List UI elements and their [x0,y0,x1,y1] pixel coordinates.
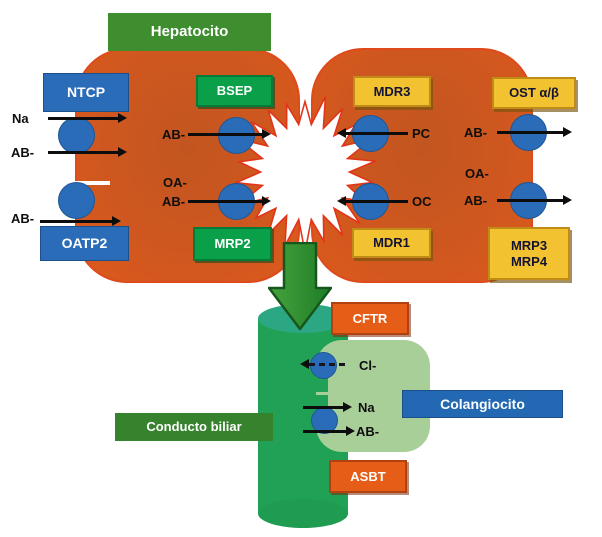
bile-duct-cylinder-bottom [258,499,348,528]
ab-substrate-label: AB- [464,193,488,208]
mdr3-transporter-box: MDR3 [353,76,431,107]
oatp2-transporter-box: OATP2 [40,226,129,261]
oa-substrate-label: OA- [465,166,489,181]
mrp2-efflux-arrow [188,196,271,206]
bsep-transporter-box: BSEP [196,75,273,107]
asbt-label: ASBT [350,468,386,484]
hepatocyte-banner-label: Hepatocito [150,23,229,40]
ab-substrate-label: AB- [11,145,35,160]
mrp2-transporter-box: MRP2 [193,227,272,261]
cholangiocyte-membrane-notch [316,377,328,392]
ab-substrate-label: AB- [162,194,186,209]
ab-influx-lower-arrow [40,216,121,226]
bile-duct-banner: Conducto biliar [115,413,273,441]
asbt-transporter-box: ASBT [329,460,407,493]
cftr-label: CFTR [352,310,388,326]
oatp2-label: OATP2 [61,235,108,252]
hepatocyte-banner: Hepatocito [108,13,271,51]
ab-substrate-label: AB- [11,211,35,226]
ab-uptake-arrow [303,426,355,436]
ab-substrate-label: AB- [162,127,186,142]
oatp2-pump-circle [58,182,95,219]
cl-substrate-label: Cl- [359,358,377,373]
bile-flow-arrow [268,242,332,331]
mrp3-efflux-arrow [497,195,572,205]
na-influx-arrow [48,113,127,123]
na-substrate-label: Na [358,400,375,415]
na-uptake-arrow [303,402,352,412]
ntcp-label: NTCP [66,84,106,101]
mrp2-label: MRP2 [214,236,251,252]
cholangiocyte-banner-label: Colangiocito [440,395,525,412]
oa-substrate-label: OA- [163,175,187,190]
mrp4-label: MRP4 [510,253,548,269]
cftr-cl-secretion-arrow [300,359,345,369]
cftr-transporter-box: CFTR [331,302,409,335]
mrp3-label: MRP3 [510,237,548,253]
bsep-label: BSEP [216,83,253,99]
mdr3-efflux-arrow [337,128,408,138]
mdr1-transporter-box: MDR1 [352,228,431,258]
cholangiocyte-banner: Colangiocito [402,390,563,418]
bsep-efflux-arrow [188,129,271,139]
bile-duct-banner-label: Conducto biliar [146,419,242,435]
mdr1-efflux-arrow [337,196,408,206]
pc-substrate-label: PC [412,126,431,141]
na-substrate-label: Na [12,111,29,126]
ost-label: OST α/β [509,85,559,101]
ntcp-pump-circle [58,117,95,154]
ab-substrate-label: AB- [464,125,488,140]
mrp3-mrp4-transporter-box: MRP3 MRP4 [488,227,570,280]
ab-influx-upper-arrow [48,147,127,157]
ost-efflux-arrow [497,127,572,137]
mdr3-label: MDR3 [373,83,411,99]
membrane-separator-line [62,181,110,185]
oc-substrate-label: OC [412,194,432,209]
asbt-pump-circle [311,407,338,434]
ntcp-transporter-box: NTCP [43,73,129,112]
ost-transporter-box: OST α/β [492,77,576,109]
mdr1-label: MDR1 [373,235,410,251]
ab-substrate-label: AB- [356,424,380,439]
